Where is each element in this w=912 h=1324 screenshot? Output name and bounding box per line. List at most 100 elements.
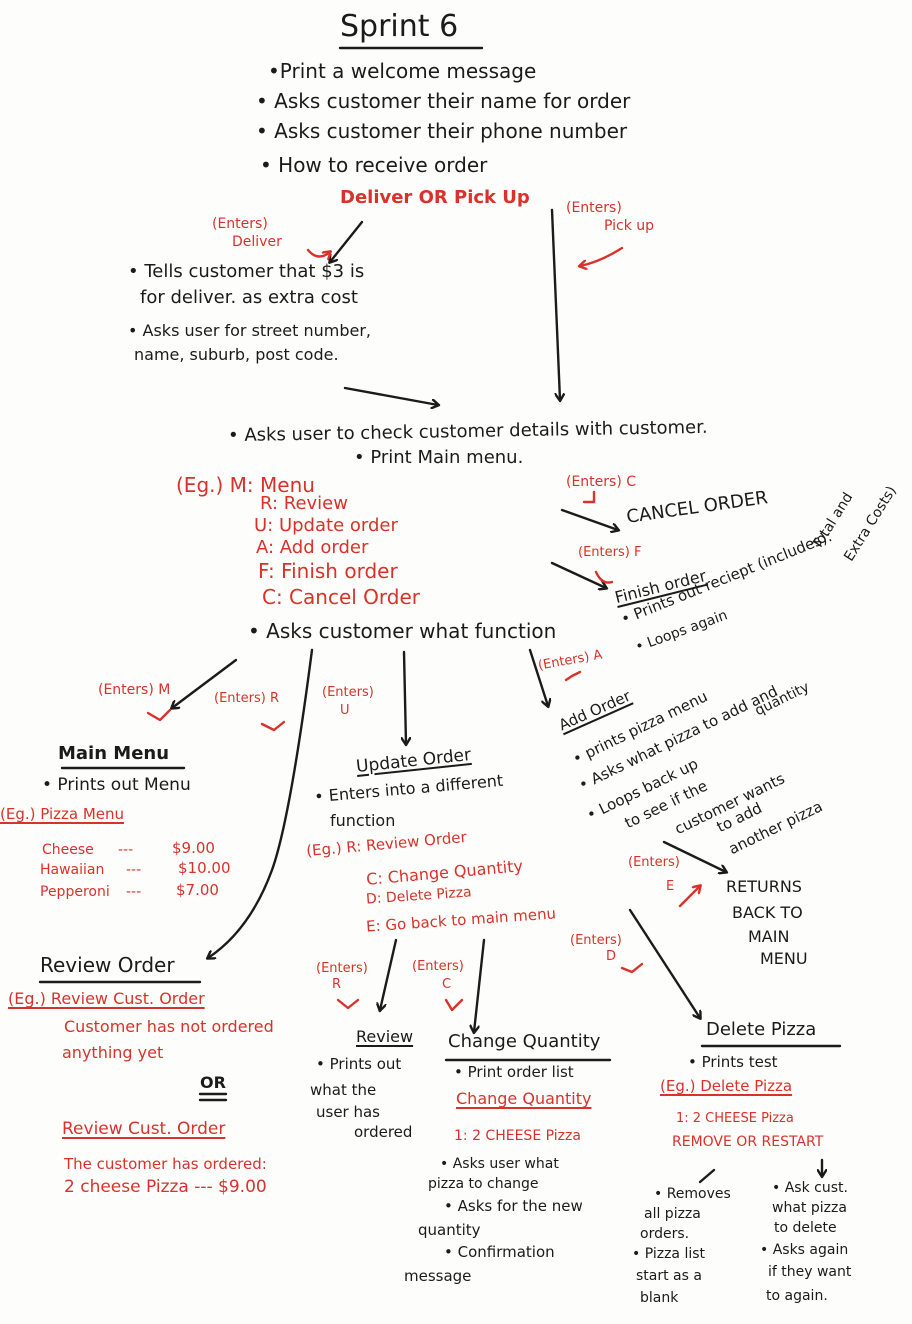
arrow-to-delete-pizza <box>628 908 700 1018</box>
change-quantity-line-3: pizza to change <box>428 1176 539 1192</box>
enters-pickup-1: (Enters) <box>566 200 622 216</box>
enters-e-label-1: (Enters) <box>628 855 680 870</box>
review-empty-line-2: anything yet <box>62 1043 164 1062</box>
review-ordered-msg: The customer has ordered: <box>64 1155 267 1173</box>
delete-pizza-choice: REMOVE OR RESTART <box>672 1134 824 1150</box>
arrow-to-review-order <box>208 648 314 958</box>
enters-r-label: (Enters) R <box>214 691 279 706</box>
arrow-to-add-order <box>528 648 548 706</box>
enters-u-label-2: U <box>340 703 350 718</box>
main-menu-example: (Eg.) Pizza Menu <box>0 805 125 823</box>
change-quantity-line-6: • Confirmation <box>444 1243 555 1261</box>
arrow-to-update-order <box>404 650 406 744</box>
arrow-to-change-quantity <box>474 938 486 1032</box>
review-order-example-2: Review Cust. Order <box>62 1119 226 1139</box>
pizza-pepperoni-dash: --- <box>126 884 142 900</box>
menu-option-r: R: Review <box>260 493 348 514</box>
remove-line-5: start as a <box>636 1268 702 1284</box>
arrow-enters-c2 <box>444 998 464 1012</box>
delivery-note-3: • Asks user for street number, <box>128 321 371 340</box>
enters-c-label: (Enters) C <box>566 474 637 490</box>
delete-pizza-title: Delete Pizza <box>706 1019 817 1040</box>
enters-deliver-2: Deliver <box>232 234 282 250</box>
arrow-to-main-menu <box>172 658 238 708</box>
arrow-add-to-returns <box>662 840 726 872</box>
arrow-enters-c <box>582 490 596 504</box>
menu-option-f: F: Finish order <box>258 559 398 583</box>
change-quantity-line-5: quantity <box>418 1221 481 1239</box>
enters-d-label-1: (Enters) <box>570 933 622 948</box>
delete-pizza-example: (Eg.) Delete Pizza <box>660 1077 793 1095</box>
enters-pickup-2: Pick up <box>604 218 655 234</box>
pizza-cheese-name: Cheese <box>42 842 94 858</box>
pizza-hawaiian-price: $10.00 <box>178 859 231 877</box>
restart-line-3: to delete <box>774 1220 837 1236</box>
pizza-hawaiian-dash: --- <box>126 862 142 878</box>
arrow-enters-r <box>260 720 286 732</box>
review-line-2: what the <box>310 1081 377 1099</box>
review-order-example-1: (Eg.) Review Cust. Order <box>8 989 205 1008</box>
update-order-line-2: function <box>330 811 396 830</box>
page-title: Sprint 6 <box>340 9 459 44</box>
remove-line-4: • Pizza list <box>632 1246 706 1262</box>
arrow-enters-r2 <box>336 998 360 1010</box>
arrow-remove <box>698 1168 716 1184</box>
review-or-label: OR <box>200 1073 226 1092</box>
restart-line-4: • Asks again <box>760 1242 849 1258</box>
main-menu-line: • Prints out Menu <box>42 775 191 795</box>
pizza-hawaiian-name: Hawaiian <box>40 862 105 878</box>
arrow-deliver <box>330 220 364 262</box>
arrow-to-finish <box>550 561 606 588</box>
change-quantity-item: 1: 2 CHEESE Pizza <box>454 1128 581 1144</box>
change-quantity-title: Change Quantity <box>448 1031 601 1052</box>
change-quantity-line-4: • Asks for the new <box>444 1197 583 1215</box>
review-empty-line-1: Customer has not ordered <box>64 1017 274 1036</box>
review-title: Review <box>356 1027 414 1046</box>
menu-option-a: A: Add order <box>256 537 369 558</box>
intro-line-3: • Asks customer their phone number <box>256 119 628 143</box>
enters-c2-label-2: C <box>442 977 452 992</box>
arrow-enters-f <box>594 570 614 584</box>
review-line-4: ordered <box>354 1123 413 1141</box>
delivery-note-2: for deliver. as extra cost <box>140 287 358 308</box>
arrow-delivery-to-check <box>343 386 438 405</box>
delivery-note-4: name, suburb, post code. <box>134 345 339 364</box>
menu-option-m: (Eg.) M: Menu <box>176 473 315 497</box>
enters-d-label-2: D <box>606 949 617 964</box>
change-quantity-example: Change Quantity <box>456 1089 592 1108</box>
delivery-note-1: • Tells customer that $3 is <box>128 261 365 282</box>
change-quantity-line-7: message <box>404 1267 472 1285</box>
enters-deliver-1: (Enters) <box>212 216 268 232</box>
enters-u-label-1: (Enters) <box>322 685 374 700</box>
restart-line-5: if they want <box>768 1264 852 1280</box>
remove-line-6: blank <box>640 1290 679 1306</box>
restart-line-2: what pizza <box>772 1200 847 1216</box>
delete-pizza-line-1: • Prints test <box>688 1053 778 1071</box>
arrow-to-review <box>380 938 398 1010</box>
menu-option-u: U: Update order <box>254 515 398 536</box>
review-line-1: • Prints out <box>316 1055 402 1073</box>
arrow-pickup <box>550 208 560 400</box>
change-quantity-line-1: • Print order list <box>454 1063 574 1081</box>
enters-f-label: (Enters) F <box>578 545 642 560</box>
pizza-pepperoni-price: $7.00 <box>176 881 219 899</box>
returns-line-3: MAIN <box>748 927 790 946</box>
arrow-enters-d <box>620 962 644 974</box>
returns-line-2: BACK TO <box>732 903 803 922</box>
enters-m-label: (Enters) M <box>98 682 171 698</box>
print-main-menu: • Print Main menu. <box>354 447 524 468</box>
review-ordered-item: 2 cheese Pizza --- $9.00 <box>64 1177 267 1197</box>
review-order-title: Review Order <box>40 953 175 977</box>
remove-line-1: • Removes <box>654 1186 731 1202</box>
remove-line-3: orders. <box>640 1226 690 1242</box>
deliver-or-pickup: Deliver OR Pick Up <box>340 187 530 208</box>
arrow-enters-e <box>678 886 700 908</box>
enters-e-label-2: E <box>666 879 675 894</box>
arrow-enters-deliver <box>306 248 330 257</box>
arrow-enters-a <box>564 670 582 682</box>
returns-line-1: RETURNS <box>726 877 802 896</box>
remove-line-2: all pizza <box>644 1206 701 1222</box>
intro-line-4: • How to receive order <box>260 153 488 177</box>
